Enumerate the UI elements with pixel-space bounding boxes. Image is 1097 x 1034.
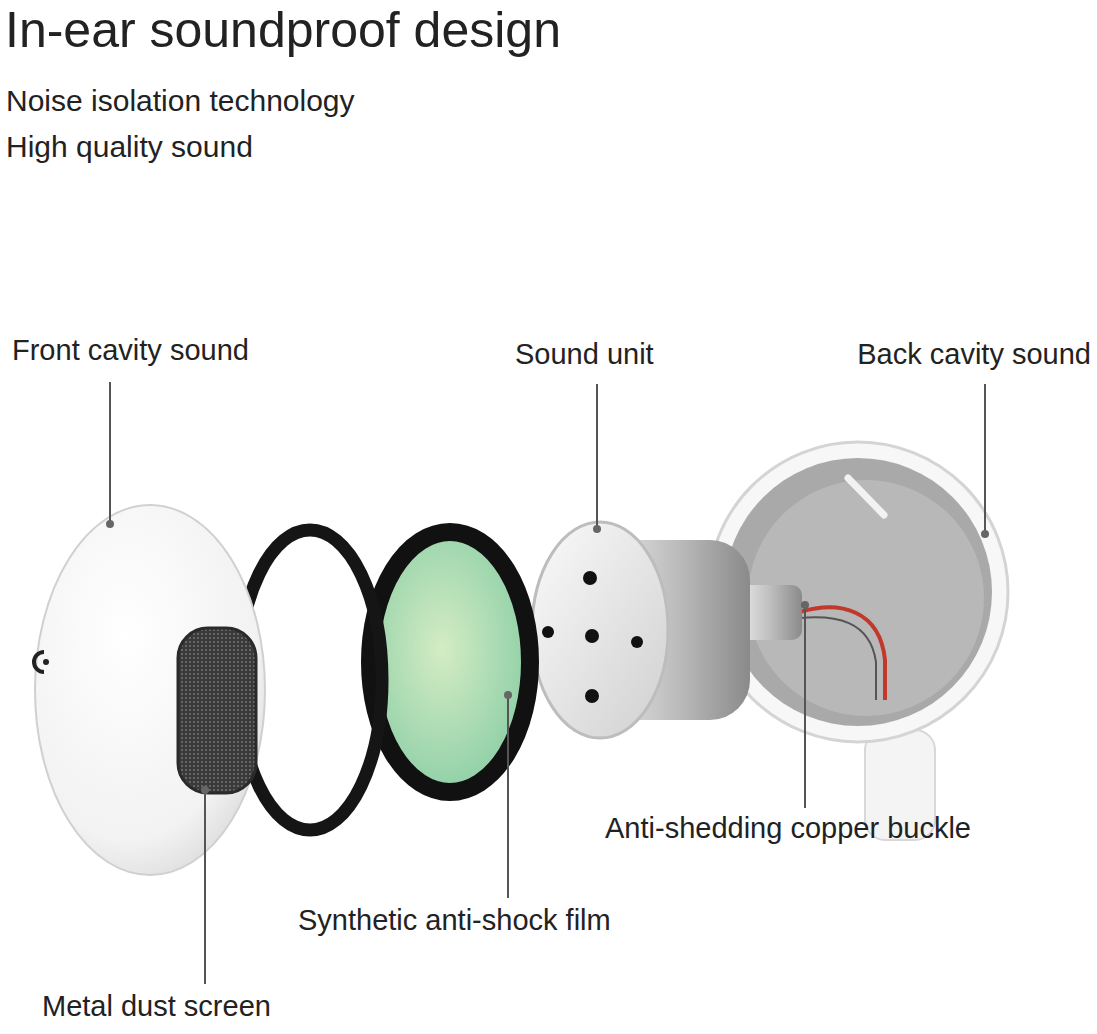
title: In-ear soundproof design (5, 2, 561, 60)
front-cavity (34, 505, 265, 875)
part-label: Synthetic anti-shock film (298, 904, 611, 937)
part-label: Anti-shedding copper buckle (605, 812, 971, 845)
part-label: Front cavity sound (12, 334, 249, 367)
part-label: Back cavity sound (857, 338, 1091, 371)
sound-unit (532, 522, 802, 738)
part-label: Sound unit (515, 338, 654, 371)
subtitle: High quality sound (6, 130, 253, 165)
part-label: Metal dust screen (42, 990, 271, 1023)
leader-lines (106, 382, 989, 984)
back-cavity (708, 442, 1008, 840)
subtitle: Noise isolation technology (6, 84, 355, 119)
anti-shock-film (370, 532, 530, 792)
